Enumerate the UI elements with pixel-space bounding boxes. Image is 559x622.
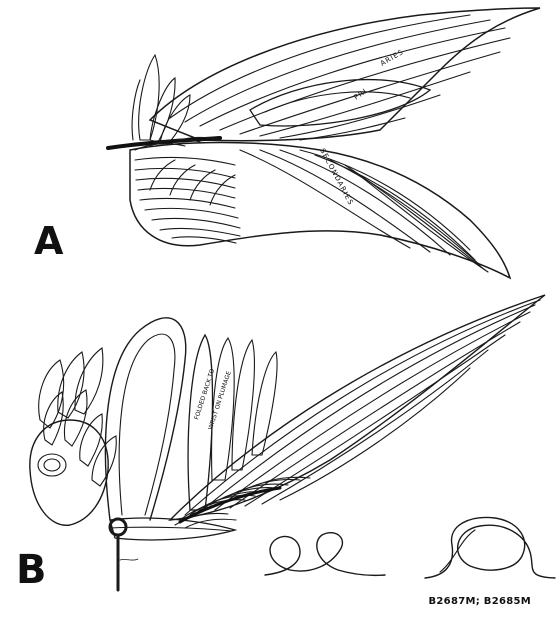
catalog-number: B2687M; B2685M	[429, 596, 532, 607]
loop-diagram-double	[425, 517, 555, 578]
loop-diagram-single	[265, 533, 385, 576]
panel-b-wing	[30, 295, 545, 590]
aries-annotation: ARIES	[379, 48, 405, 68]
primaries-annotation: PRI	[353, 87, 369, 102]
panel-a-wing	[108, 8, 540, 278]
panel-b-label: B	[16, 550, 47, 590]
panel-a-label: A	[34, 222, 63, 260]
